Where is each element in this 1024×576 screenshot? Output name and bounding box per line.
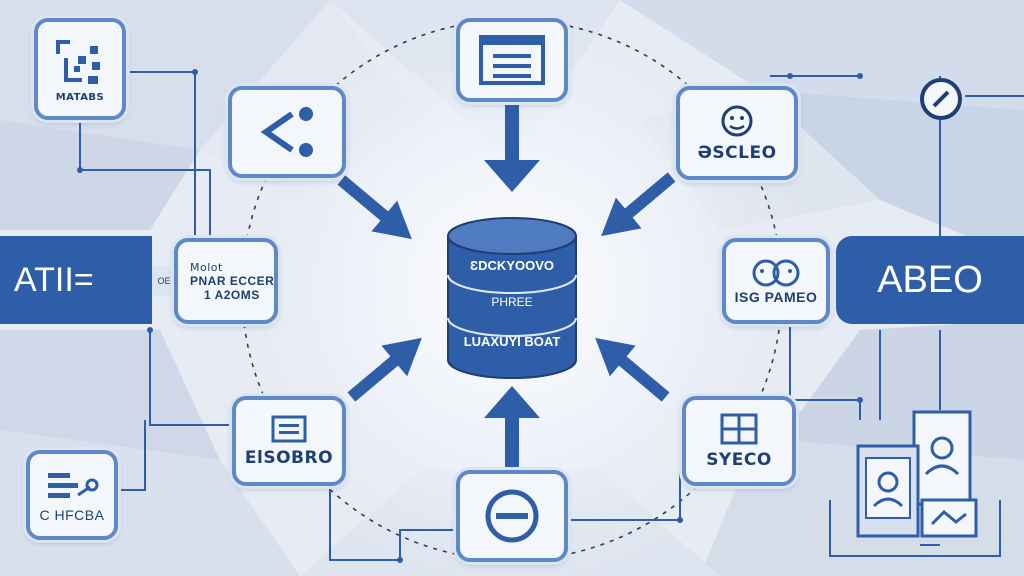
arrow-lower-left [347, 337, 422, 402]
id-cards-icon[interactable] [852, 406, 982, 542]
node-text-card-line-3: 1 A2OMS [204, 287, 260, 302]
connector-lines [79, 71, 1024, 561]
node-bottom-right[interactable]: SYECO [682, 396, 796, 486]
node-share[interactable] [228, 86, 346, 178]
node-bottom-left[interactable]: ElSOBRO [232, 396, 346, 486]
arrow-top [484, 105, 540, 192]
arrow-upper-right [601, 172, 676, 237]
masks-icon [752, 259, 800, 287]
left-bar-tab[interactable]: OE [152, 266, 176, 296]
node-top-left-corner-label: MATABS [55, 91, 105, 103]
hub-database-icon: ƐDCKYOOVO PHREE LUAXUYI BOAT [447, 217, 577, 379]
node-face-label: ƏSCLEO [697, 143, 777, 163]
right-bar[interactable]: ABEO [836, 236, 1024, 324]
node-bottom-right-label: SYECO [706, 450, 772, 470]
list-icon [271, 415, 307, 443]
minus-circle-icon [485, 489, 539, 543]
flow-arrows [337, 105, 676, 468]
node-bottom-left-corner[interactable]: C HFCBA [26, 450, 118, 540]
left-bar-tab-label: OE [157, 276, 171, 286]
node-right-card[interactable]: ISG PAMEO [722, 238, 830, 324]
hub-line-1: ƐDCKYOOVO [470, 258, 554, 273]
node-right-card-label: ISG PAMEO [734, 289, 818, 305]
node-top-left-corner[interactable]: MATABS [34, 18, 126, 120]
left-bar[interactable]: ATII= [0, 236, 152, 324]
arrow-bottom [484, 386, 540, 468]
face-icon [721, 105, 753, 137]
node-text-card[interactable]: Molot PNAR ECCER 1 A2OMS [174, 238, 278, 324]
list-toggle-icon [48, 473, 99, 498]
grid-icon [720, 413, 758, 445]
hub-line-2: PHREE [491, 295, 532, 309]
node-text-card-line-1: Molot [190, 260, 223, 274]
node-bottom-left-corner-label: C HFCBA [39, 507, 105, 523]
qr-grid-icon [56, 39, 100, 84]
hub-line-3: LUAXUYI BOAT [464, 334, 561, 349]
connector-dots [77, 69, 863, 563]
share-icon [260, 107, 313, 157]
left-bar-label: ATII= [14, 260, 94, 299]
node-bottom-center[interactable] [456, 470, 568, 562]
right-bar-label: ABEO [877, 258, 983, 301]
window-icon [479, 35, 545, 85]
arrow-lower-right [595, 337, 670, 402]
arrow-upper-left [337, 175, 412, 240]
node-top-center[interactable] [456, 18, 568, 102]
node-bottom-left-label: ElSOBRO [244, 448, 334, 468]
compass-icon[interactable] [918, 76, 964, 122]
node-text-card-line-2: PNAR ECCER [190, 273, 275, 288]
node-face[interactable]: ƏSCLEO [676, 86, 798, 180]
